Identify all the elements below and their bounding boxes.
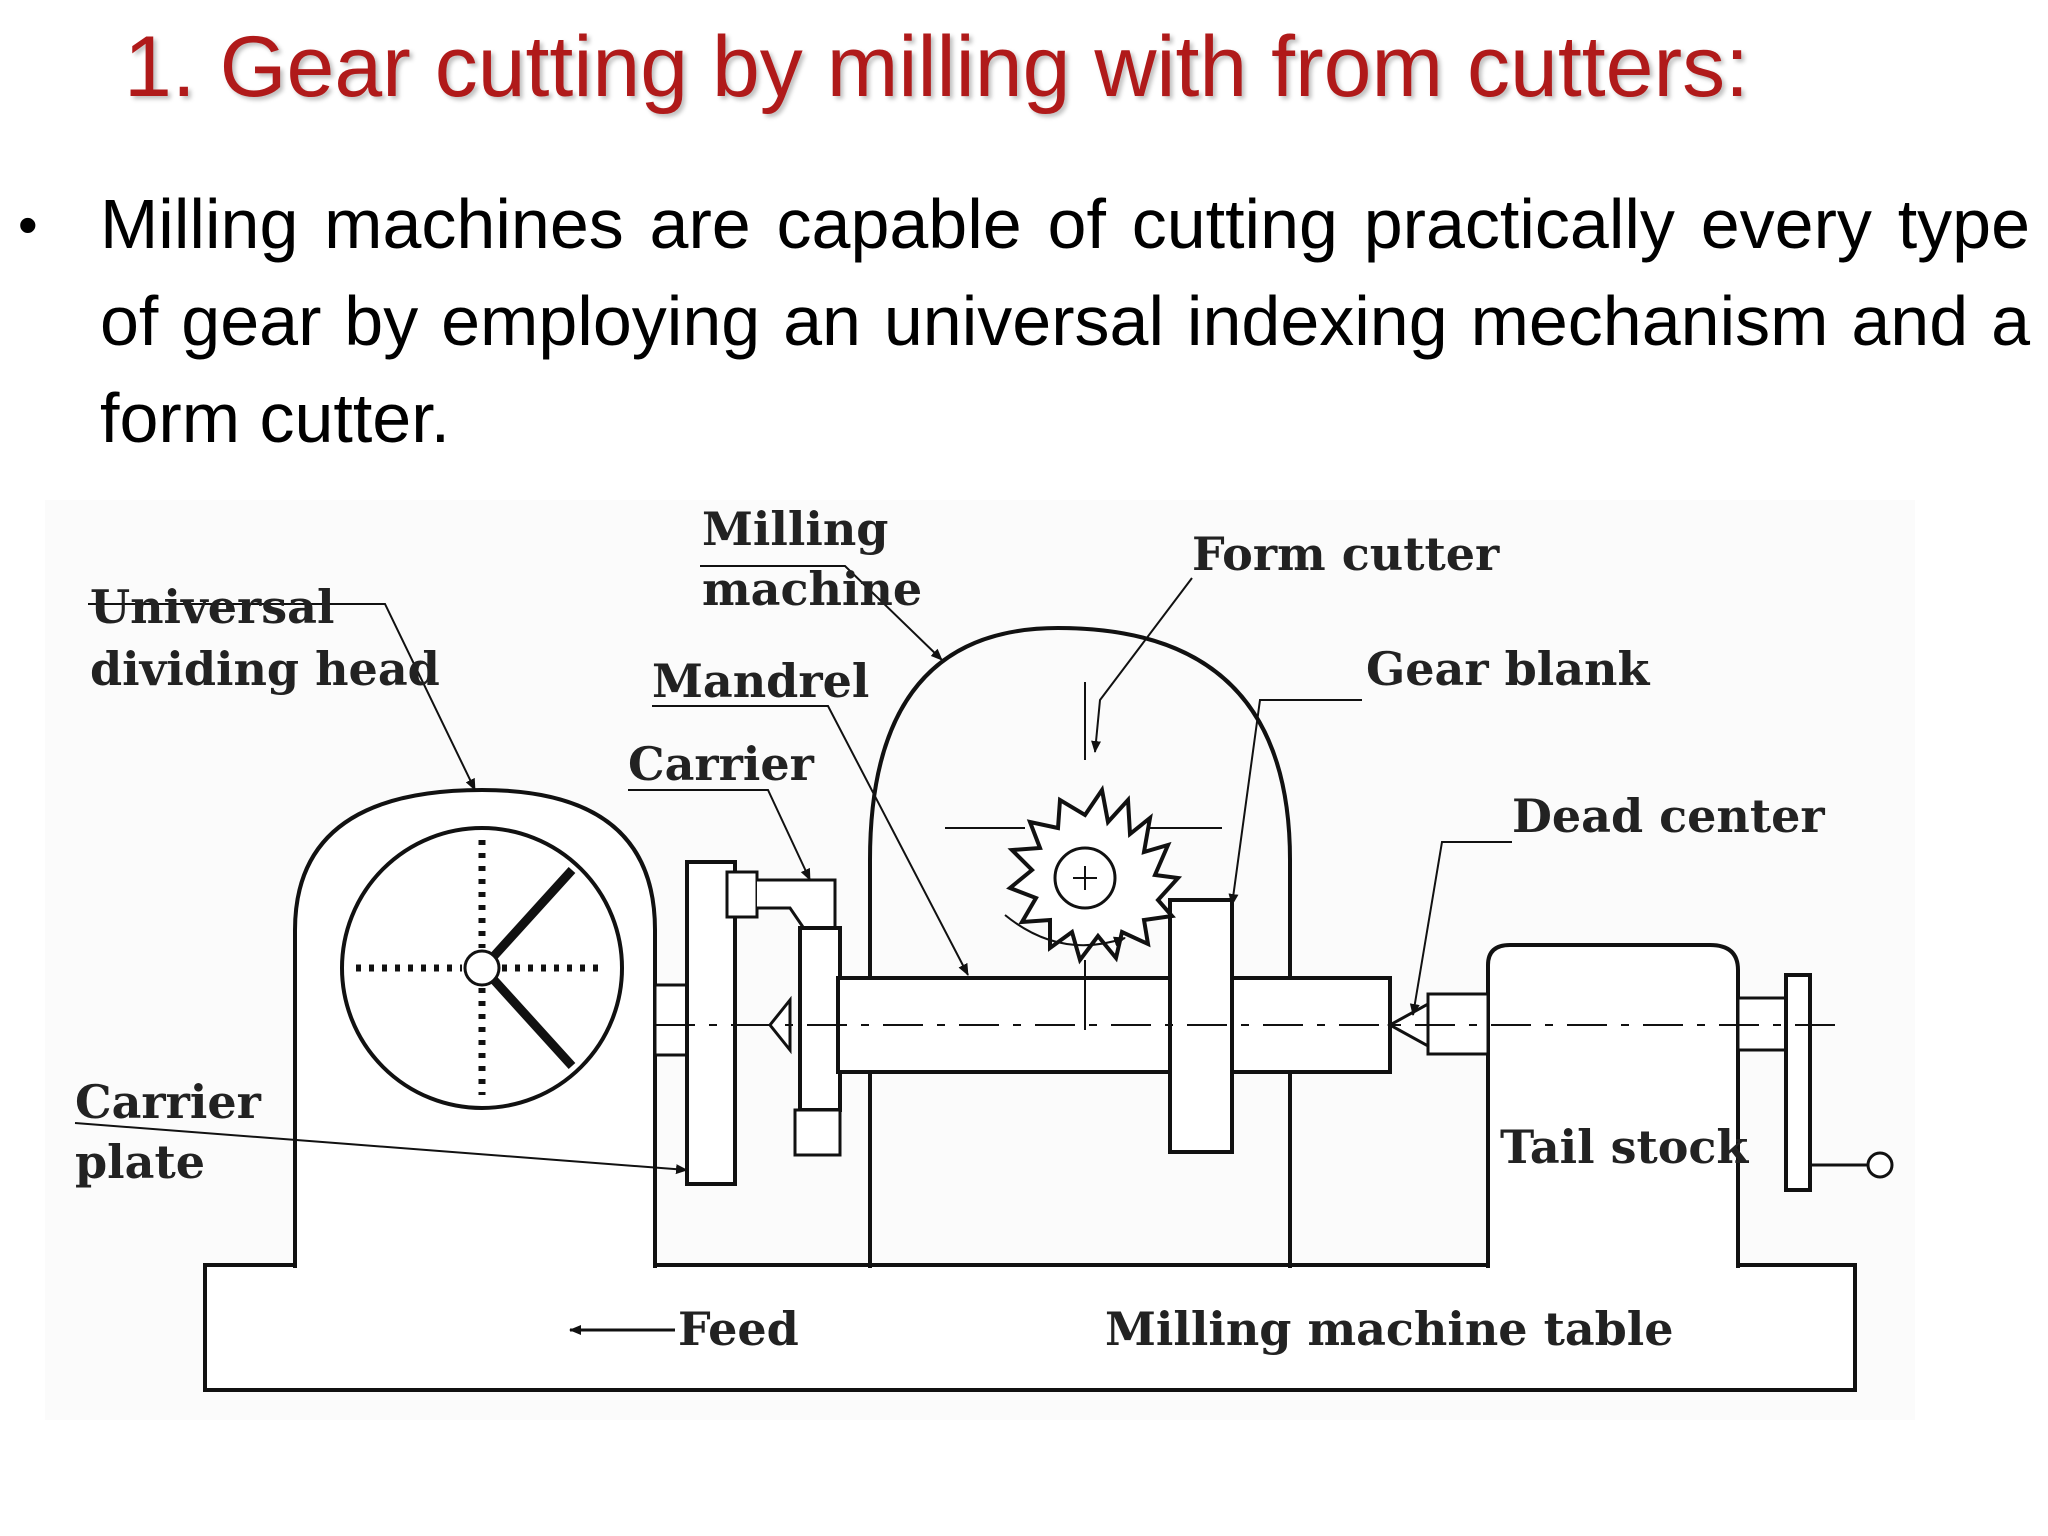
label-universal-line2: dividing head bbox=[90, 642, 440, 696]
leader-lines bbox=[74, 565, 1512, 1175]
label-universal-line1: Universal bbox=[90, 580, 334, 634]
sector-arm-lower bbox=[490, 976, 576, 1070]
label-milling-machine-table: Milling machine table bbox=[1105, 1302, 1674, 1356]
sector-arm-upper bbox=[490, 866, 576, 960]
handle-knob bbox=[1866, 1151, 1894, 1179]
carrier-clamp bbox=[798, 926, 842, 1112]
label-milling-machine-line1: Milling bbox=[702, 502, 888, 556]
carrier-pin bbox=[725, 870, 759, 919]
carrier-screw bbox=[793, 1108, 842, 1157]
milling-column bbox=[868, 625, 1292, 1268]
slide-title: 1. Gear cutting by milling with from cut… bbox=[124, 19, 1750, 115]
label-carrier-plate-line1: Carrier bbox=[75, 1075, 262, 1129]
label-gear-blank: Gear blank bbox=[1366, 642, 1650, 696]
rotation-arrow bbox=[1004, 914, 1126, 947]
label-milling-machine-line2: machine bbox=[702, 562, 922, 616]
carrier-dog bbox=[757, 878, 837, 932]
form-cutter bbox=[945, 682, 1222, 1030]
label-form-cutter: Form cutter bbox=[1192, 527, 1500, 581]
tail-stock bbox=[1486, 943, 1740, 1268]
index-plate-center bbox=[463, 949, 501, 987]
spindle-stub bbox=[653, 983, 689, 1057]
label-feed: Feed bbox=[678, 1302, 799, 1356]
label-carrier-plate-line2: plate bbox=[75, 1135, 205, 1189]
tail-handwheel bbox=[1784, 973, 1812, 1192]
index-holes bbox=[356, 840, 605, 1095]
bullet-marker: • bbox=[18, 193, 38, 256]
bullet-text: Milling machines are capable of cutting … bbox=[100, 185, 2030, 457]
label-dead-center: Dead center bbox=[1512, 789, 1825, 843]
label-carrier: Carrier bbox=[628, 737, 815, 791]
label-tail-stock: Tail stock bbox=[1500, 1120, 1749, 1174]
milling-table bbox=[203, 1263, 1857, 1392]
label-mandrel: Mandrel bbox=[652, 654, 869, 708]
